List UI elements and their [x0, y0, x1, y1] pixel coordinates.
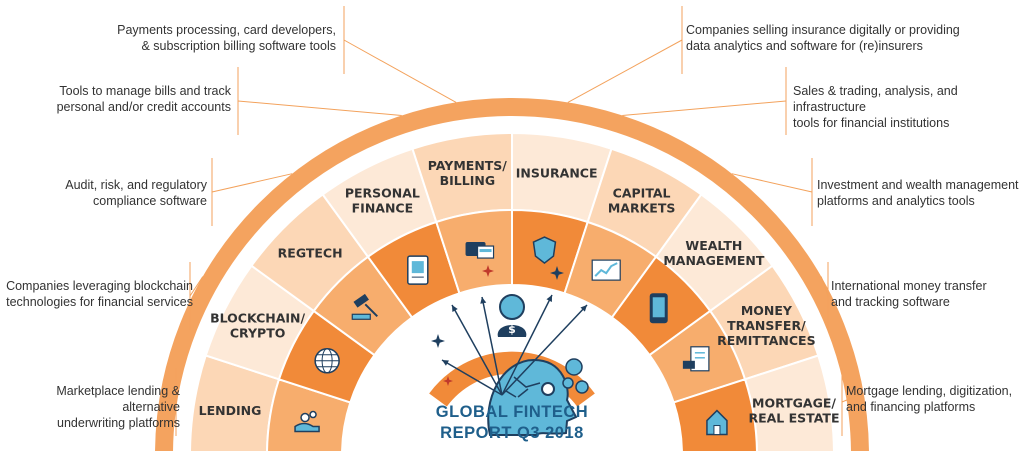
sparkle-icons [431, 265, 564, 386]
segment-label-lending: LENDING [199, 403, 262, 418]
connector-regtech [211, 158, 293, 226]
description-blockchain: Companies leveraging blockchain technolo… [6, 279, 193, 309]
description-personal-finance: Tools to manage bills and track personal… [56, 84, 231, 114]
connector-insurance [567, 6, 683, 103]
description-regtech: Audit, risk, and regulatory compliance s… [65, 178, 207, 208]
description-lending: Marketplace lending & alternative underw… [56, 384, 180, 430]
center-illustration: $ [342, 265, 682, 451]
connector-mortgage [841, 368, 864, 436]
segment-label-payments: PAYMENTS/BILLING [428, 158, 508, 188]
outer-arc-band [155, 98, 869, 451]
stock-chart-icon [591, 259, 621, 281]
phone-app-icon [649, 293, 668, 324]
description-mortgage: Mortgage lending, digitization, and fina… [846, 384, 1013, 414]
coins-icon [562, 358, 589, 394]
description-connectors [160, 6, 864, 436]
description-money-transfer: International money transfer and trackin… [831, 279, 987, 309]
outer-ring-segments [189, 131, 835, 451]
house-icon [706, 409, 728, 436]
shield-icon [532, 236, 557, 265]
connector-money_transfer [820, 262, 829, 330]
segment-label-mortgage: MORTGAGE/REAL ESTATE [748, 395, 839, 425]
wallet-cards-icon [465, 242, 495, 259]
growth-arrows-icon [441, 294, 588, 396]
document-transfer-icon [682, 346, 710, 372]
hand-coins-icon [294, 410, 320, 433]
segment-label-blockchain: BLOCKCHAIN/CRYPTO [210, 310, 305, 340]
tablet-chart-icon [407, 255, 429, 285]
description-payments: Payments processing, card developers, & … [117, 23, 336, 53]
segment-label-insurance: INSURANCE [516, 166, 598, 181]
money-bag-icon: $ [497, 294, 527, 337]
globe-icon [314, 348, 340, 374]
connector-blockchain [189, 262, 204, 330]
report-title: GLOBAL FINTECH REPORT Q3 2018 [435, 403, 589, 442]
svg-text:$: $ [508, 323, 516, 336]
connector-capital_markets [622, 67, 787, 135]
connector-wealth [731, 158, 813, 226]
gavel-icon [351, 293, 378, 320]
description-insurance: Companies selling insurance digitally or… [686, 23, 960, 53]
connector-lending [160, 368, 177, 436]
outer-arc [155, 98, 869, 451]
connector-personal_finance [237, 67, 402, 135]
segment-label-regtech: REGTECH [278, 246, 343, 261]
description-wealth: Investment and wealth management platfor… [817, 178, 1019, 208]
connector-payments [343, 6, 457, 103]
segment-icons [294, 236, 728, 436]
description-capital-markets: Sales & trading, analysis, and infrastru… [793, 84, 958, 130]
